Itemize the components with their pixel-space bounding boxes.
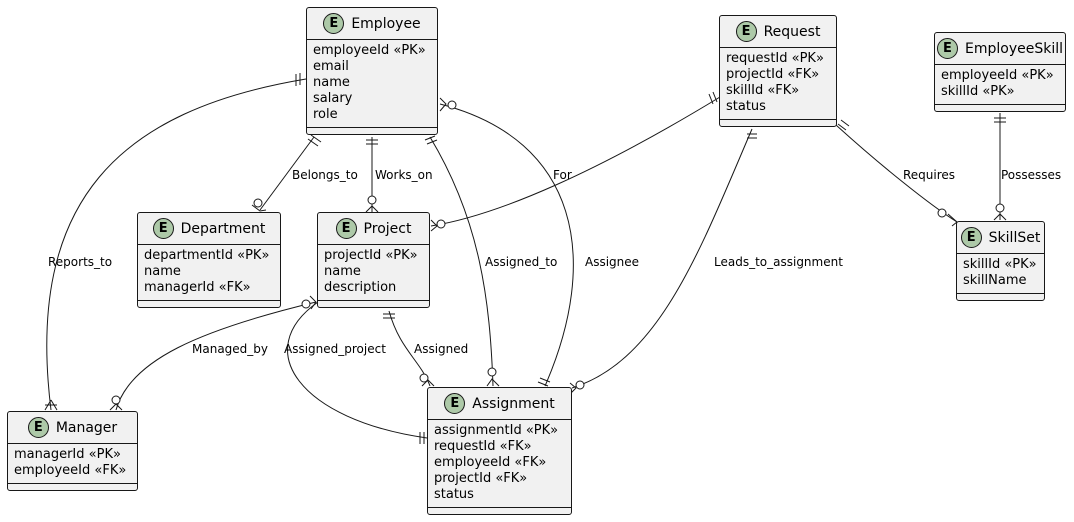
- entity-methods: [318, 301, 429, 307]
- entity-header: E Request: [720, 16, 836, 48]
- relation-label-requires: Requires: [903, 168, 956, 182]
- entity-field: skillId «PK»: [963, 257, 1037, 272]
- entity-field: projectId «PK»: [324, 248, 418, 263]
- entity-field: requestId «FK»: [434, 439, 532, 454]
- relation-line-managed-by: [115, 301, 317, 411]
- entity-header: E EmployeeSkill: [935, 33, 1065, 65]
- entity-field: employeeId «PK»: [313, 43, 426, 58]
- entity-fields: departmentId «PK» name managerId «FK»: [138, 245, 280, 301]
- entity-project[interactable]: E Project projectId «PK» name descriptio…: [317, 212, 430, 308]
- relation-line-leads-to-assignment: [571, 128, 753, 389]
- entity-field: role: [313, 107, 338, 122]
- relation-line-requires: [835, 124, 958, 223]
- entity-methods: [935, 105, 1065, 111]
- relation-label-assigned: Assigned: [414, 342, 469, 356]
- entity-title: Employee: [351, 15, 421, 32]
- relation-line-assigned-to: [429, 136, 494, 387]
- entity-methods: [957, 294, 1044, 300]
- relation-label-works-on: Works_on: [375, 168, 433, 182]
- relation-label-leads-to-assignment: Leads_to_assignment: [714, 255, 843, 269]
- entity-methods: [428, 508, 571, 514]
- relation-label-assigned-to: Assigned_to: [485, 255, 558, 269]
- entity-request[interactable]: E Request requestId «PK» projectId «FK» …: [719, 15, 837, 127]
- relation-line-assigned-project: [287, 301, 428, 439]
- entity-title: Project: [363, 220, 412, 237]
- entity-header: E Manager: [8, 412, 137, 444]
- entity-badge-icon: E: [960, 227, 982, 248]
- entity-skillset[interactable]: E SkillSet skillId «PK» skillName: [956, 221, 1045, 301]
- entity-fields: employeeId «PK» email name salary role: [307, 40, 437, 128]
- entity-field: status: [434, 487, 474, 502]
- entity-fields: employeeId «PK» skillId «PK»: [935, 65, 1065, 105]
- entity-field: projectId «FK»: [434, 471, 528, 486]
- entity-methods: [720, 120, 836, 126]
- relation-line-belongs-to: [259, 136, 315, 211]
- entity-field: description: [324, 280, 397, 295]
- entity-badge-icon: E: [937, 38, 958, 59]
- entity-badge-icon: E: [735, 21, 757, 42]
- entity-fields: assignmentId «PK» requestId «FK» employe…: [428, 420, 571, 508]
- entity-title: Request: [763, 23, 821, 40]
- relation-label-assignee: Assignee: [585, 255, 640, 269]
- entity-title: Assignment: [472, 395, 555, 412]
- entity-header: E Employee: [307, 8, 437, 40]
- entity-field: name: [324, 264, 361, 279]
- entity-title: EmployeeSkill: [965, 40, 1063, 57]
- entity-badge-icon: E: [444, 393, 466, 414]
- entity-title: Department: [180, 220, 266, 237]
- entity-field: skillId «PK»: [941, 84, 1015, 99]
- entity-field: managerId «FK»: [144, 280, 251, 295]
- entity-badge-icon: E: [152, 218, 174, 239]
- entity-fields: projectId «PK» name description: [318, 245, 429, 301]
- entity-fields: skillId «PK» skillName: [957, 254, 1044, 294]
- entity-fields: requestId «PK» projectId «FK» skillId «F…: [720, 48, 836, 120]
- entity-field: managerId «PK»: [14, 447, 121, 462]
- relation-label-for: For: [553, 168, 572, 182]
- relation-label-reports-to: Reports_to: [48, 255, 113, 269]
- entity-badge-icon: E: [323, 13, 345, 34]
- entity-field: projectId «FK»: [726, 67, 820, 82]
- relation-label-belongs-to: Belongs_to: [292, 168, 358, 182]
- entity-header: E Assignment: [428, 388, 571, 420]
- entity-field: skillName: [963, 273, 1027, 288]
- entity-field: requestId «PK»: [726, 51, 824, 66]
- entity-header: E Project: [318, 213, 429, 245]
- entity-field: assignmentId «PK»: [434, 423, 559, 438]
- relation-line-assignee: [439, 103, 574, 387]
- entity-header: E Department: [138, 213, 280, 245]
- entity-field: status: [726, 99, 766, 114]
- entity-badge-icon: E: [27, 417, 49, 438]
- entity-fields: managerId «PK» employeeId «FK»: [8, 444, 137, 484]
- entity-employee[interactable]: E Employee employeeId «PK» email name sa…: [306, 7, 438, 135]
- entity-manager[interactable]: E Manager managerId «PK» employeeId «FK»: [7, 411, 138, 491]
- entity-field: departmentId «PK»: [144, 248, 270, 263]
- entity-assignment[interactable]: E Assignment assignmentId «PK» requestId…: [427, 387, 572, 515]
- entity-field: name: [144, 264, 181, 279]
- relation-line-reports-to: [46, 78, 307, 411]
- entity-employeeskill[interactable]: E EmployeeSkill employeeId «PK» skillId …: [934, 32, 1066, 112]
- entity-methods: [8, 484, 137, 490]
- entity-field: employeeId «FK»: [14, 463, 127, 478]
- relation-line-for: [430, 96, 721, 227]
- entity-methods: [138, 301, 280, 307]
- entity-field: email: [313, 59, 349, 74]
- entity-field: name: [313, 75, 350, 90]
- entity-field: skillId «FK»: [726, 83, 800, 98]
- entity-header: E SkillSet: [957, 222, 1044, 254]
- entity-methods: [307, 128, 437, 134]
- relation-label-managed-by: Managed_by: [192, 342, 269, 356]
- entity-department[interactable]: E Department departmentId «PK» name mana…: [137, 212, 281, 308]
- entity-title: Manager: [55, 419, 118, 436]
- entity-field: salary: [313, 91, 353, 106]
- entity-field: employeeId «FK»: [434, 455, 547, 470]
- entity-field: employeeId «PK»: [941, 68, 1054, 83]
- relation-label-assigned-project: Assigned_project: [284, 342, 386, 356]
- entity-title: SkillSet: [988, 229, 1041, 246]
- entity-badge-icon: E: [335, 218, 357, 239]
- relation-label-possesses: Possesses: [1001, 168, 1062, 182]
